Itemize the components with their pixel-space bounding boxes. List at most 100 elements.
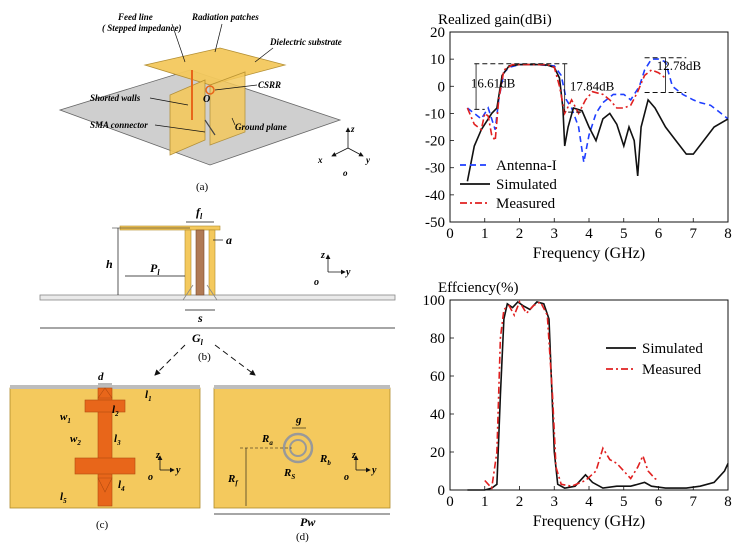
- label-gl: Gl: [192, 331, 204, 347]
- label-h: h: [106, 257, 113, 271]
- series-line-measured: [466, 63, 666, 144]
- svg-text:z: z: [350, 124, 355, 134]
- svg-text:Rb: Rb: [319, 453, 331, 467]
- panel-a-3d-view: Feed line ( Stepped impedance) Radiation…: [58, 12, 371, 193]
- svg-text:y: y: [175, 465, 181, 476]
- svg-text:y: y: [371, 465, 377, 476]
- x-axis-label: Frequency (GHz): [533, 245, 645, 262]
- label-csrr: CSRR: [258, 80, 281, 90]
- legend-entry: Antenna-I: [496, 158, 557, 174]
- svg-text:o: o: [314, 277, 319, 288]
- legend-entry: Simulated: [642, 341, 703, 357]
- x-tick-label: 2: [516, 494, 524, 510]
- chart-title: Realized gain(dBi): [438, 12, 552, 28]
- axis-triad-d: z y o: [344, 450, 377, 483]
- y-tick-label: -50: [425, 215, 445, 231]
- panel-b-side-view: h Pl fl a s Gl z y o (b): [39, 205, 396, 376]
- plot-frame: [449, 299, 729, 491]
- y-tick-label: -30: [425, 161, 445, 177]
- caption-c: (c): [96, 519, 109, 531]
- x-tick-label: 0: [446, 226, 454, 242]
- axis-triad-b: z y o: [314, 250, 351, 288]
- x-tick-label: 0: [446, 494, 454, 510]
- label-origin-O: O: [203, 94, 210, 105]
- svg-text:x: x: [317, 155, 323, 165]
- legend-entry: Measured: [642, 362, 702, 378]
- label-dielectric-substrate: Dielectric substrate: [269, 37, 342, 47]
- y-tick-label: -40: [425, 188, 445, 204]
- label-radiation-patches: Radiation patches: [191, 12, 259, 22]
- series-line-measured: [484, 300, 659, 490]
- caption-d: (d): [296, 531, 309, 543]
- x-tick-label: 7: [690, 226, 698, 242]
- label-s: s: [197, 311, 203, 325]
- svg-text:z: z: [320, 250, 325, 261]
- antenna-geometry-svg: Feed line ( Stepped impedance) Radiation…: [9, 12, 396, 543]
- svg-text:o: o: [343, 168, 348, 178]
- label-pl: Pl: [150, 261, 160, 277]
- caption-a: (a): [196, 181, 209, 193]
- svg-text:y: y: [345, 267, 351, 278]
- label-feed-line: Feed line: [117, 12, 153, 22]
- x-tick-label: 5: [620, 494, 628, 510]
- y-tick-label: -20: [425, 134, 445, 150]
- x-tick-label: 8: [724, 494, 732, 510]
- x-tick-label: 7: [690, 494, 698, 510]
- svg-text:l2: l2: [112, 404, 119, 418]
- panel-d-csrr: g Ra Rb RS Rf Pw z y o (d): [213, 385, 391, 543]
- label-ground-plane: Ground plane: [235, 122, 287, 132]
- x-tick-label: 3: [551, 226, 559, 242]
- x-tick-label: 5: [620, 226, 628, 242]
- svg-text:o: o: [344, 472, 349, 483]
- y-tick-label: 40: [430, 407, 445, 423]
- label-shorted-walls: Shorted walls: [90, 93, 141, 103]
- axis-triad-c: z y o: [148, 450, 181, 483]
- panel-c-feed-line: d l1 l2 w1 w2 l3 l4 l5 z y o (c): [9, 371, 201, 531]
- x-tick-label: 6: [655, 494, 663, 510]
- series-line-antenna-i: [466, 58, 729, 163]
- y-tick-label: 10: [430, 52, 445, 68]
- gain-annotation: 12.78dB: [657, 58, 702, 73]
- legend-entry: Simulated: [496, 177, 557, 193]
- svg-text:w1: w1: [60, 411, 71, 425]
- series-line-simulated: [467, 300, 729, 491]
- y-tick-label: 0: [438, 79, 446, 95]
- x-tick-label: 4: [585, 494, 593, 510]
- svg-text:g: g: [295, 414, 302, 426]
- gain-annotation: 16.61dB: [471, 76, 516, 91]
- ground-plane-side: [39, 294, 396, 301]
- label-f1: fl: [196, 205, 203, 221]
- svg-text:l5: l5: [60, 491, 67, 505]
- svg-text:Ra: Ra: [261, 433, 273, 447]
- label-sma-connector: SMA connector: [90, 120, 148, 130]
- y-tick-label: 60: [430, 369, 445, 385]
- y-tick-label: 20: [430, 445, 445, 461]
- x-tick-label: 6: [655, 226, 663, 242]
- csrr-outer-ring: [282, 432, 314, 464]
- feed-line-substrate: [169, 79, 206, 156]
- axis-triad-a: z x y o: [317, 124, 371, 178]
- svg-text:y: y: [365, 155, 371, 165]
- y-tick-label: 100: [423, 293, 446, 309]
- x-tick-label: 3: [551, 494, 559, 510]
- x-tick-label: 4: [585, 226, 593, 242]
- y-tick-label: 20: [430, 25, 445, 41]
- svg-text:l1: l1: [145, 389, 152, 403]
- y-tick-label: 80: [430, 331, 445, 347]
- svg-text:Rf: Rf: [227, 473, 238, 487]
- x-tick-label: 8: [724, 226, 732, 242]
- svg-text:z: z: [351, 450, 356, 461]
- legend-entry: Measured: [496, 196, 556, 212]
- label-feed-line-sub: ( Stepped impedance): [102, 23, 181, 33]
- x-tick-label: 1: [481, 494, 489, 510]
- x-axis-label: Frequency (GHz): [533, 513, 645, 530]
- substrate-plate-top: [143, 47, 287, 86]
- svg-text:l4: l4: [118, 479, 125, 493]
- svg-text:l3: l3: [114, 433, 121, 447]
- svg-text:o: o: [148, 472, 153, 483]
- antenna-geometry-panel: Feed line ( Stepped impedance) Radiation…: [9, 12, 396, 543]
- csrr-ring: [205, 85, 215, 95]
- x-tick-label: 2: [516, 226, 524, 242]
